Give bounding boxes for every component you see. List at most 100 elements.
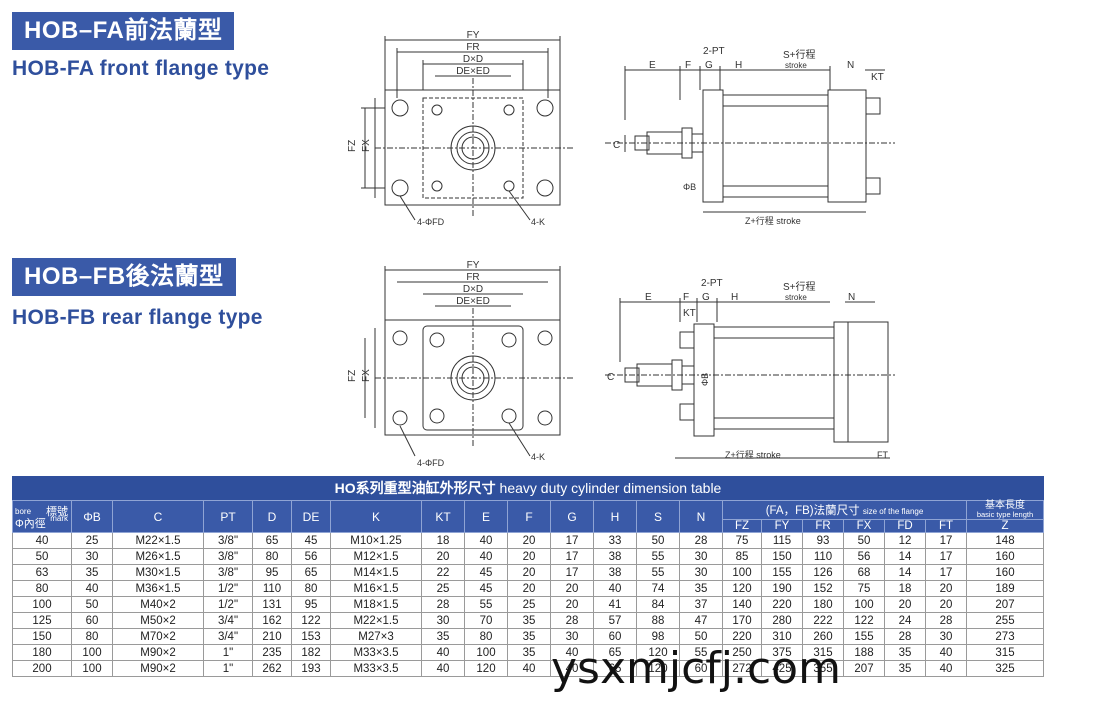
table-cell: 150 — [761, 548, 803, 565]
table-cell: M14×1.5 — [330, 564, 422, 581]
table-cell: 40 — [421, 660, 465, 677]
table-cell: 207 — [966, 596, 1044, 613]
flange-col-header: FX — [843, 519, 885, 533]
table-cell: 200 — [12, 660, 72, 677]
table-cell: 110 — [252, 580, 292, 597]
table-cell: 425 — [761, 660, 803, 677]
table-cell: 35 — [884, 660, 926, 677]
table-cell: 20 — [507, 548, 551, 565]
table-cell: 110 — [802, 548, 844, 565]
col-header: G — [550, 500, 594, 533]
col-header: S — [636, 500, 680, 533]
table-cell: 162 — [252, 612, 292, 629]
table-cell: 222 — [802, 612, 844, 629]
table-cell: 35 — [679, 580, 723, 597]
table-cell: 28 — [421, 596, 465, 613]
table-cell: 28 — [925, 612, 967, 629]
basic-col-header: Z — [966, 519, 1044, 533]
table-cell: M36×1.5 — [112, 580, 204, 597]
table-cell: 80 — [464, 628, 508, 645]
col-header: D — [252, 500, 292, 533]
table-cell: 100 — [71, 660, 113, 677]
table-cell: 140 — [722, 596, 762, 613]
table-cell: 68 — [843, 564, 885, 581]
table-cell: 120 — [464, 660, 508, 677]
table-cell: 122 — [291, 612, 331, 629]
col-header: KT — [421, 500, 465, 533]
col-header: DE — [291, 500, 331, 533]
flange-col-header: FD — [884, 519, 926, 533]
table-cell: 30 — [71, 548, 113, 565]
table-cell: 193 — [291, 660, 331, 677]
table-cell: 14 — [884, 548, 926, 565]
fb-side-view-drawing: E F G H 2-PT S+行程 stroke N KT C ΦB Z+行程 … — [605, 278, 895, 460]
table-cell: 100 — [722, 564, 762, 581]
col-header: F — [507, 500, 551, 533]
table-cell: 55 — [679, 644, 723, 661]
table-cell: 75 — [843, 580, 885, 597]
table-cell: M50×2 — [112, 612, 204, 629]
table-cell: 40 — [507, 660, 551, 677]
table-cell: 35 — [421, 628, 465, 645]
table-cell: 30 — [925, 628, 967, 645]
flange-col-header: FZ — [722, 519, 762, 533]
table-cell: 126 — [802, 564, 844, 581]
col-header: C — [112, 500, 204, 533]
table-cell: 60 — [593, 628, 637, 645]
fa-fy-label: FY — [467, 30, 480, 41]
basic-length-header: 基本長度 basic type length — [966, 500, 1044, 520]
table-cell: 50 — [843, 532, 885, 549]
table-cell: 17 — [925, 564, 967, 581]
table-cell: 18 — [421, 532, 465, 549]
table-cell: 80 — [291, 580, 331, 597]
fa-kt-label: KT — [871, 72, 884, 83]
table-cell: 25 — [71, 532, 113, 549]
fb-dd-label: D×D — [463, 284, 483, 295]
fa-deed-label: DE×ED — [456, 66, 490, 77]
table-cell: 45 — [291, 532, 331, 549]
table-cell: 40 — [421, 644, 465, 661]
table-cell: 14 — [884, 564, 926, 581]
table-cell: 22 — [421, 564, 465, 581]
table-cell: 41 — [593, 596, 637, 613]
table-cell: 30 — [679, 548, 723, 565]
fb-stroke-label: stroke — [785, 293, 807, 302]
table-cell: 220 — [722, 628, 762, 645]
fb-g-label: G — [702, 292, 710, 303]
table-cell: M18×1.5 — [330, 596, 422, 613]
fb-n-label: N — [848, 292, 855, 303]
table-cell: 155 — [843, 628, 885, 645]
table-cell: M40×2 — [112, 596, 204, 613]
fa-fz-label: FZ — [347, 140, 358, 152]
table-cell: 45 — [464, 580, 508, 597]
table-cell: 80 — [12, 580, 72, 597]
table-cell: 55 — [464, 596, 508, 613]
fa-n-label: N — [847, 60, 854, 71]
table-cell: 33 — [593, 532, 637, 549]
table-cell: 65 — [291, 564, 331, 581]
table-cell: 20 — [507, 580, 551, 597]
watermark-text: ysxmjcfj.com — [551, 643, 841, 694]
table-cell: 95 — [291, 596, 331, 613]
table-cell: 50 — [12, 548, 72, 565]
table-cell: 20 — [925, 580, 967, 597]
table-title: HO系列重型油缸外形尺寸 heavy duty cylinder dimensi… — [12, 476, 1044, 500]
table-cell: 150 — [12, 628, 72, 645]
table-cell: M26×1.5 — [112, 548, 204, 565]
table-title-en: heavy duty cylinder dimension table — [499, 480, 722, 496]
table-cell: 24 — [884, 612, 926, 629]
table-cell: M30×1.5 — [112, 564, 204, 581]
fb-kt-label: KT — [683, 308, 696, 319]
table-cell: 148 — [966, 532, 1044, 549]
fa-z-label: Z+行程 stroke — [745, 215, 801, 226]
table-cell: 315 — [966, 644, 1044, 661]
table-cell: 325 — [966, 660, 1044, 677]
table-cell: 38 — [593, 564, 637, 581]
table-cell: 65 — [593, 660, 637, 677]
flange-group-header: (FA，FB)法蘭尺寸 size of the flange — [722, 500, 967, 520]
table-cell: 188 — [843, 644, 885, 661]
fa-f-label: F — [685, 60, 691, 71]
